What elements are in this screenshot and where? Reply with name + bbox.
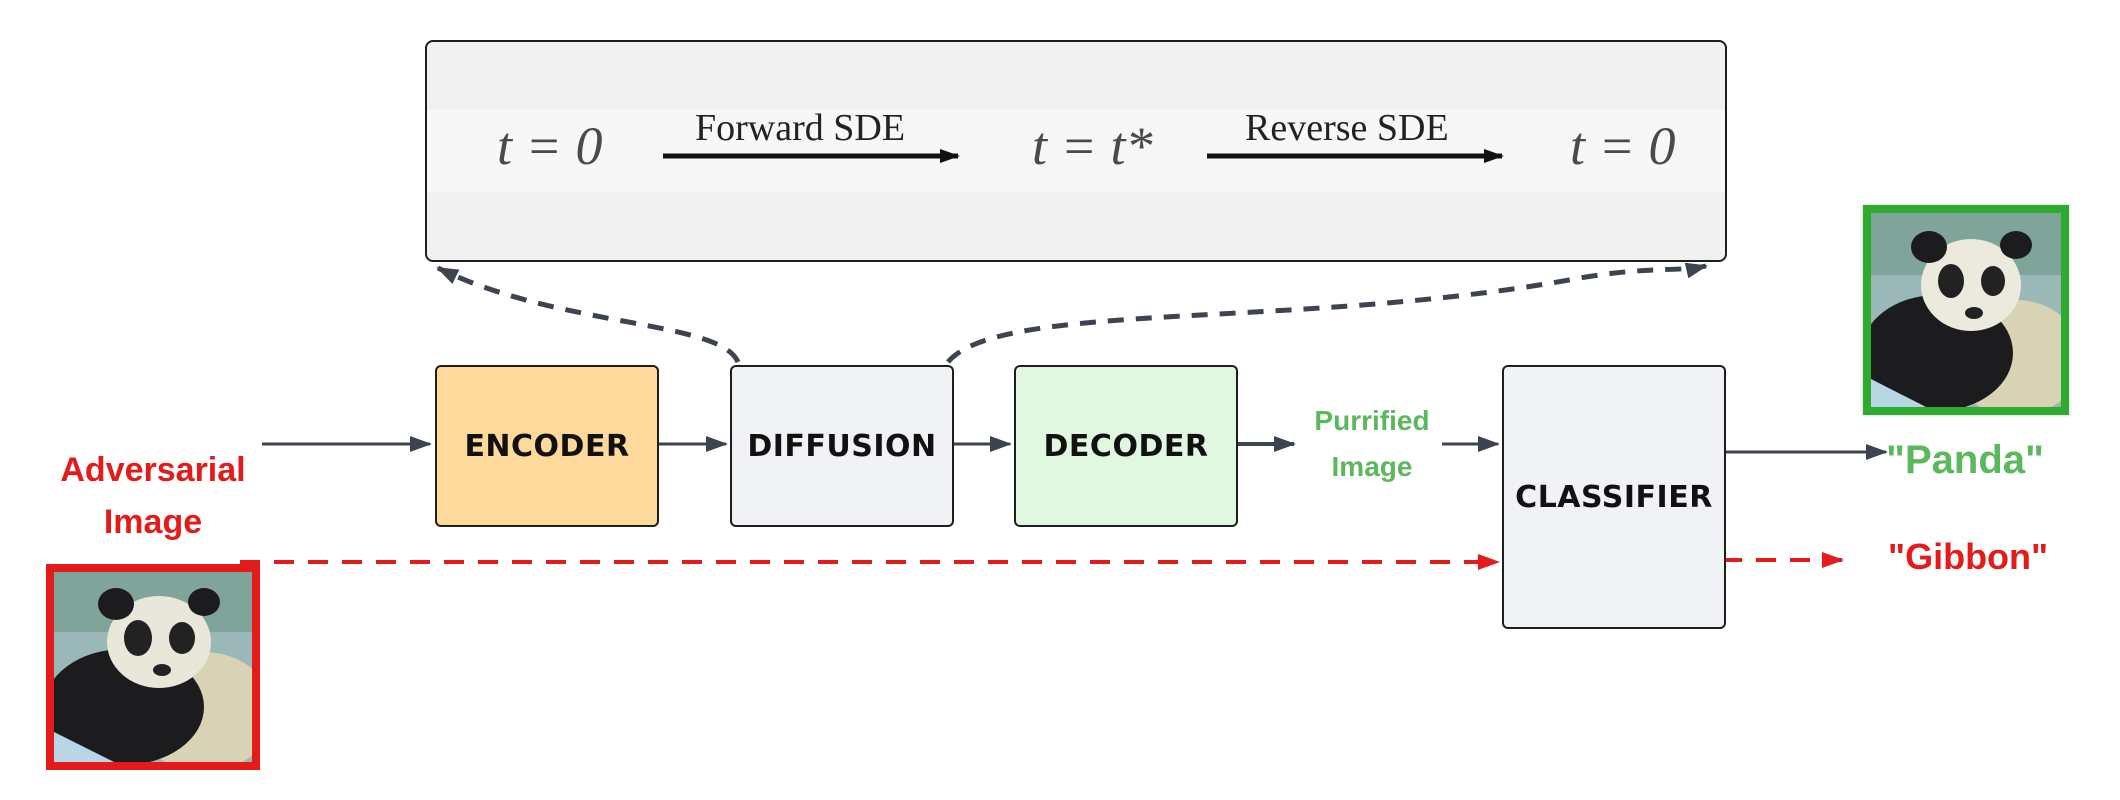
decoder-block: DECODER: [1014, 365, 1238, 527]
adversarial-image-label: Adversarial Image: [38, 444, 268, 548]
t-start-label: t = 0: [497, 116, 603, 176]
encoder-block: ENCODER: [435, 365, 659, 527]
purified-image-label: Purrified Image: [1284, 398, 1460, 490]
diffusion-to-reverse-curve: [946, 262, 1708, 364]
panda-illustration: [1871, 213, 2061, 407]
diffusion-block: DIFFUSION: [730, 365, 954, 527]
adversarial-panda-image: [46, 564, 260, 770]
purified-label-line1: Purrified: [1314, 405, 1430, 436]
panda-prediction-label: "Panda": [1886, 438, 2044, 482]
sde-equation-band: [427, 110, 1725, 192]
purified-label-line2: Image: [1331, 451, 1413, 482]
panda-illustration: [54, 572, 252, 762]
forward-sde-label: Forward SDE: [695, 107, 906, 149]
sde-panel: t = 0 Forward SDE t = t* Reverse SDE t =…: [425, 40, 1727, 262]
classifier-block: CLASSIFIER: [1502, 365, 1726, 629]
adversarial-label-line1: Adversarial: [60, 451, 246, 489]
purified-panda-image: [1863, 205, 2069, 415]
gibbon-prediction-label: "Gibbon": [1888, 536, 2049, 577]
adversarial-label-line2: Image: [103, 503, 203, 541]
diffusion-to-forward-curve: [436, 265, 741, 364]
reverse-sde-label: Reverse SDE: [1245, 107, 1449, 149]
t-mid-label: t = t*: [1032, 116, 1153, 176]
t-end-label: t = 0: [1570, 116, 1676, 176]
